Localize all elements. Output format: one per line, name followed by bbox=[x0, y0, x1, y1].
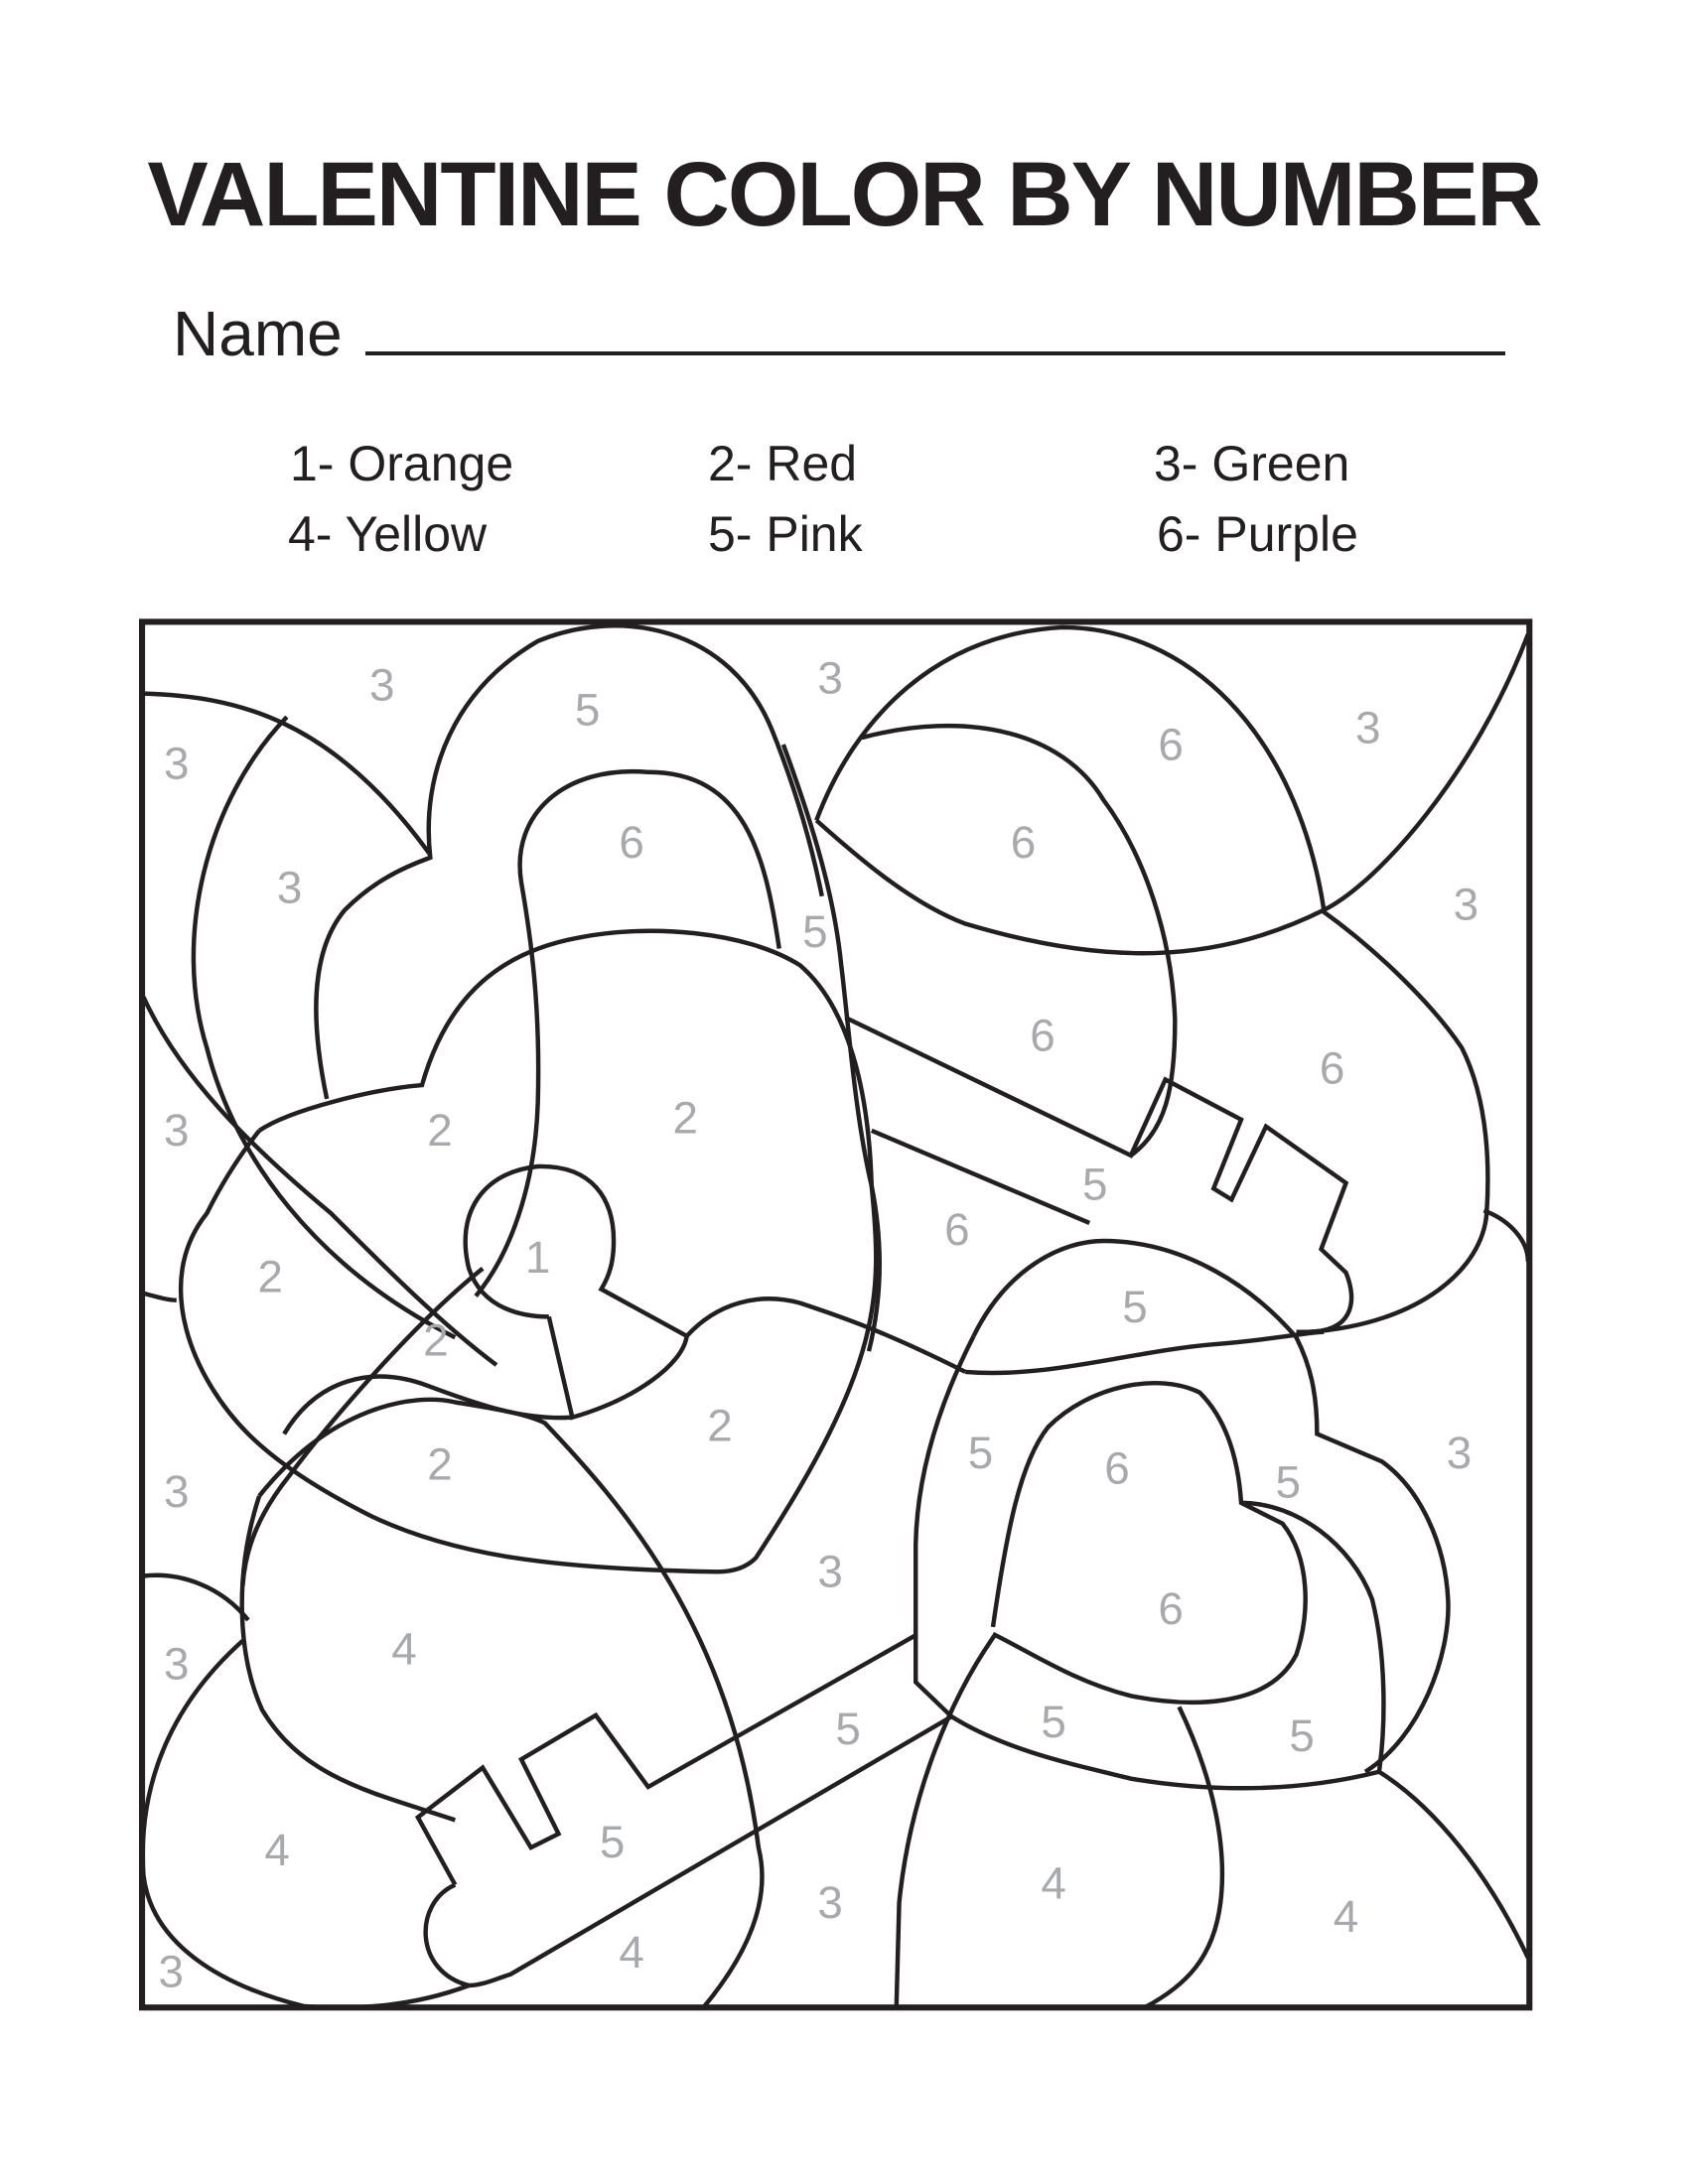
region-number: 3 bbox=[164, 739, 190, 789]
outline-pink-heart-left bbox=[913, 1334, 976, 1718]
region-number: 2 bbox=[707, 1400, 733, 1450]
picture-frame bbox=[139, 618, 1533, 2011]
outline-bottom-yellow-left bbox=[894, 1632, 998, 2008]
region-number: 2 bbox=[423, 1314, 449, 1365]
outline-inner-heart-right bbox=[1240, 1500, 1386, 1773]
outline-bottom-left-heart bbox=[140, 1572, 471, 2010]
outline-yellow-heart-left bbox=[239, 1495, 457, 1823]
region-number: 3 bbox=[369, 660, 394, 711]
name-label: Name bbox=[173, 298, 343, 369]
region-number: 6 bbox=[944, 1204, 969, 1255]
region-number: 6 bbox=[1104, 1442, 1130, 1493]
legend-item-green: 3- Green bbox=[1154, 436, 1350, 491]
legend-item-pink: 5- Pink bbox=[708, 506, 863, 562]
legend-item-purple: 6- Purple bbox=[1157, 506, 1358, 562]
region-number: 6 bbox=[1158, 1583, 1184, 1634]
region-number: 3 bbox=[817, 653, 842, 704]
region-number: 4 bbox=[264, 1825, 290, 1875]
region-number: 2 bbox=[257, 1251, 283, 1301]
region-number: 3 bbox=[158, 1946, 183, 1996]
outline-inner-purple-heart bbox=[990, 1381, 1308, 1706]
region-number: 6 bbox=[1320, 1043, 1345, 1094]
region-number: 5 bbox=[802, 906, 827, 957]
outline-left-small-arc bbox=[142, 1291, 177, 1302]
outline-bottom-right-arc bbox=[1377, 1769, 1530, 1960]
region-number: 6 bbox=[619, 817, 643, 868]
region-number: 4 bbox=[1334, 1891, 1359, 1942]
outline-top-right-arc bbox=[814, 633, 1530, 956]
legend-item-red: 2- Red bbox=[708, 436, 858, 491]
color-legend: 1- Orange 2- Red 3- Green 4- Yellow 5- P… bbox=[0, 0, 1688, 596]
outline-pink-heart bbox=[314, 623, 824, 1100]
outline-keyhole bbox=[463, 1163, 967, 1421]
region-number: 3 bbox=[1454, 879, 1479, 929]
region-number: 6 bbox=[1011, 817, 1037, 868]
region-number: 5 bbox=[1041, 1697, 1066, 1747]
outline-left-diagonal bbox=[141, 996, 498, 1367]
outline-pink-heart-outer bbox=[971, 1238, 1451, 1774]
region-number: 2 bbox=[673, 1093, 699, 1144]
region-number: 3 bbox=[817, 1547, 842, 1597]
region-number: 6 bbox=[1158, 719, 1184, 769]
region-number: 2 bbox=[427, 1438, 452, 1489]
outline-purple-inner bbox=[861, 723, 1178, 1158]
outline-right-edge-arc bbox=[1482, 1208, 1531, 1262]
region-number: 3 bbox=[164, 1466, 190, 1517]
region-number: 4 bbox=[1041, 1858, 1066, 1909]
region-number: 4 bbox=[619, 1927, 643, 1978]
region-number: 3 bbox=[817, 1877, 842, 1928]
region-number: 5 bbox=[1275, 1456, 1300, 1507]
outline-bottom-yellow-right bbox=[1143, 1706, 1225, 2010]
outline-purple-heart-top bbox=[814, 624, 1327, 911]
region-number: 1 bbox=[525, 1232, 551, 1283]
outline-yellow-heart bbox=[257, 1397, 765, 2009]
legend-item-orange: 1- Orange bbox=[290, 436, 514, 491]
outline-diagonal-lower-left bbox=[240, 1267, 485, 1586]
region-number: 3 bbox=[164, 1105, 190, 1156]
name-underline[interactable] bbox=[365, 351, 1505, 355]
region-number: 5 bbox=[1289, 1710, 1315, 1761]
region-number: 3 bbox=[277, 863, 303, 913]
name-field[interactable]: Name bbox=[173, 296, 1505, 369]
region-number: 3 bbox=[164, 1639, 190, 1690]
outline-bottom-mid-curve bbox=[950, 1714, 1380, 1791]
worksheet-title: VALENTINE COLOR BY NUMBER bbox=[147, 144, 1542, 245]
region-number: 5 bbox=[1082, 1159, 1107, 1209]
region-number: 3 bbox=[1355, 703, 1380, 753]
region-number: 4 bbox=[391, 1623, 416, 1674]
region-number: 5 bbox=[575, 685, 601, 736]
region-number: 5 bbox=[1122, 1282, 1148, 1332]
outline-top-left-arc bbox=[143, 691, 433, 857]
outline-left-long-curve bbox=[780, 744, 882, 1352]
region-number: 5 bbox=[968, 1428, 994, 1478]
region-number: 6 bbox=[1030, 1010, 1055, 1060]
outline-key-bottom bbox=[414, 1633, 953, 1988]
legend-item-yellow: 4- Yellow bbox=[288, 506, 488, 562]
region-number: 5 bbox=[600, 1817, 626, 1867]
region-numbers: 3 5 3 6 3 3 3 6 6 3 5 6 6 3 2 2 3 5 2 1 … bbox=[158, 653, 1478, 1997]
region-number: 3 bbox=[1447, 1428, 1473, 1478]
region-number: 2 bbox=[427, 1105, 452, 1156]
outline-red-heart bbox=[178, 928, 879, 1574]
outline-mid-right-wave bbox=[965, 1329, 1325, 1376]
outline-right-heart bbox=[1310, 907, 1490, 1334]
outline-left-ellipse bbox=[191, 715, 457, 1340]
region-number: 5 bbox=[835, 1704, 860, 1754]
